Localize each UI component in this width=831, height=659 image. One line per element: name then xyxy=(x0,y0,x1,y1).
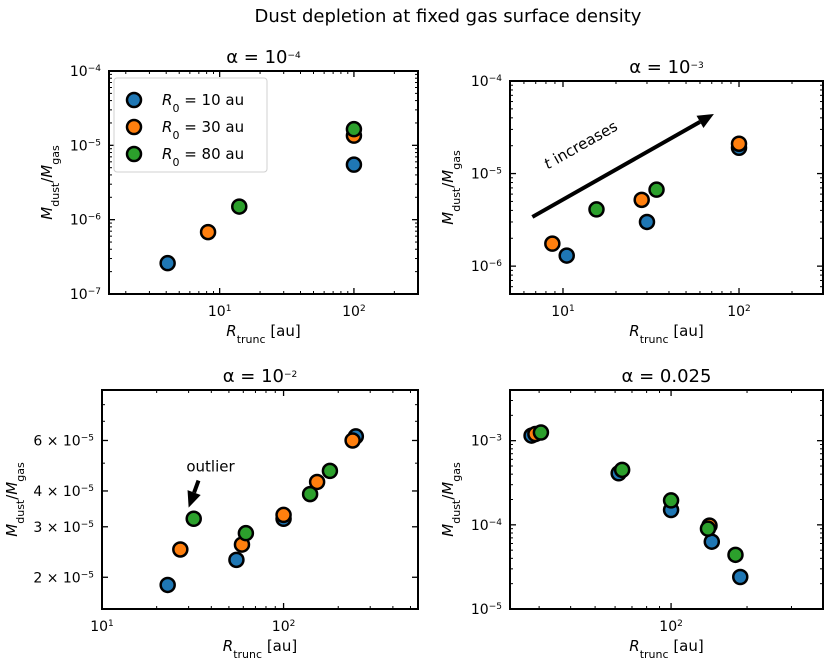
legend-label: R0 = 30 au xyxy=(162,118,244,142)
y-tick-label: 10−4 xyxy=(471,518,502,534)
panel-title: α = 0.025 xyxy=(622,366,712,387)
data-point xyxy=(633,191,650,209)
x-tick-label: 102 xyxy=(342,304,366,320)
data-point xyxy=(638,213,656,231)
y-tick-label: 10−4 xyxy=(70,64,101,80)
y-tick-label: 10−4 xyxy=(471,74,502,90)
y-tick-label: 10−7 xyxy=(70,287,101,303)
y-axis-label: Mdust/Mgas xyxy=(439,150,463,225)
y-tick-label: 10−5 xyxy=(471,167,502,183)
data-point xyxy=(159,576,176,594)
data-point xyxy=(237,524,255,542)
x-axis-label: Rtrunc [au] xyxy=(629,637,703,659)
data-point xyxy=(231,198,248,215)
y-tick-label: 10−3 xyxy=(471,434,502,450)
legend-marker xyxy=(125,145,143,163)
data-point xyxy=(301,485,319,503)
y-tick-label: 3 × 10−5 xyxy=(33,520,94,536)
data-point xyxy=(159,254,176,272)
data-point xyxy=(275,506,292,524)
annotation-arrow-head xyxy=(187,490,201,508)
axes-frame xyxy=(509,80,824,295)
panel-title: α = 10−2 xyxy=(223,366,298,387)
panel-title: α = 10−3 xyxy=(629,57,704,78)
legend-label: R0 = 80 au xyxy=(162,145,244,169)
annotation-arrow-shaft xyxy=(192,479,201,494)
y-tick-label: 10−5 xyxy=(70,138,101,154)
panel-title: α = 10−4 xyxy=(226,47,301,68)
data-point xyxy=(648,181,665,198)
x-tick-label: 102 xyxy=(727,304,751,320)
annotation-label: t increases xyxy=(541,117,621,173)
x-tick-label: 102 xyxy=(272,619,296,635)
legend-marker xyxy=(125,118,143,136)
data-point xyxy=(588,201,605,218)
y-tick-label: 2 × 10−5 xyxy=(33,570,94,586)
legend-label: R0 = 10 au xyxy=(162,91,244,115)
x-axis-label: Rtrunc [au] xyxy=(223,637,297,659)
panel-3: 101 102 2 × 10−5 3 × 10−5 4 × 10−5 6 × 10−5 α … xyxy=(3,366,419,659)
data-point xyxy=(544,235,561,252)
x-tick-label: 101 xyxy=(90,619,114,635)
data-point xyxy=(727,546,744,564)
data-point xyxy=(321,462,339,480)
axes-frame xyxy=(509,389,824,610)
data-point xyxy=(699,520,717,537)
y-tick-label: 4 × 10−5 xyxy=(33,484,94,500)
x-tick-label: 101 xyxy=(208,304,232,320)
y-axis-label: Mdust/Mgas xyxy=(38,145,62,220)
y-tick-label: 10−5 xyxy=(471,602,502,618)
annotation-arrow-head xyxy=(696,114,714,128)
axes-frame xyxy=(108,70,419,295)
legend-frame xyxy=(113,77,268,173)
data-point xyxy=(199,223,217,241)
y-axis-label: Mdust/Mgas xyxy=(3,462,27,537)
x-tick-label: 102 xyxy=(659,619,683,635)
figure-title: Dust depletion at fixed gas surface dens… xyxy=(255,6,642,27)
y-axis-label: Mdust/Mgas xyxy=(439,462,463,537)
data-point xyxy=(613,461,631,479)
data-point xyxy=(345,156,363,173)
data-point xyxy=(532,424,550,441)
annotation-arrow-shaft xyxy=(531,120,701,219)
y-tick-label: 6 × 10−5 xyxy=(33,433,94,449)
data-point xyxy=(345,120,363,138)
data-point xyxy=(558,247,575,264)
data-point xyxy=(662,492,680,509)
data-point xyxy=(172,541,189,558)
data-point xyxy=(228,551,245,569)
data-point xyxy=(732,568,749,586)
y-tick-label: 10−6 xyxy=(70,213,101,229)
y-tick-label: 10−6 xyxy=(471,259,502,275)
data-point xyxy=(308,473,326,491)
data-point xyxy=(185,510,202,527)
x-axis-label: Rtrunc [au] xyxy=(629,322,703,346)
data-point xyxy=(344,432,361,449)
x-axis-label: Rtrunc [au] xyxy=(226,322,300,346)
annotation-label: outlier xyxy=(186,458,235,476)
x-tick-label: 101 xyxy=(551,304,575,320)
legend: R0 = 10 au R0 = 30 au R0 = 80 au xyxy=(113,77,268,173)
data-point xyxy=(730,135,748,152)
axes-frame xyxy=(101,389,419,610)
legend-marker xyxy=(125,91,143,109)
